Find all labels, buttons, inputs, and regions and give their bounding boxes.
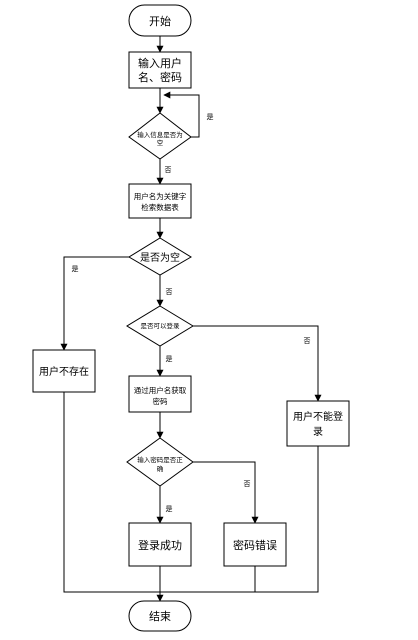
not-exist-box (32, 349, 96, 393)
search-db-box (128, 183, 192, 219)
edge-label-no-login: 否 (304, 337, 311, 345)
input-label-line2: 名、密码 (138, 70, 182, 84)
get-password-box (128, 375, 192, 413)
edge-label-no-empty: 否 (166, 288, 173, 296)
start-label: 开始 (149, 14, 171, 28)
edge-empty-notexist (60, 256, 129, 351)
login-success-box (128, 522, 192, 567)
input-label-line1: 输入用户 (138, 56, 182, 70)
get-password-label-line2: 密码 (153, 396, 168, 406)
password-check-decision (126, 437, 194, 487)
search-db-label-line2: 检索数据表 (141, 202, 179, 212)
edge-canlogin-cannot (193, 325, 322, 402)
end-label: 结束 (149, 610, 171, 623)
cannot-login-label-line1: 用户不能登 (293, 410, 343, 423)
edge-label-yes-empty: 是 (72, 265, 79, 273)
cannot-login-box (286, 400, 350, 447)
password-error-label: 密码错误 (233, 538, 277, 552)
check-empty-label-line2: 空 (157, 138, 164, 147)
edge-merge (63, 392, 319, 593)
start-terminal (128, 4, 192, 37)
is-empty-label: 是否为空 (140, 251, 180, 264)
edge-label-yes-loop: 是 (207, 113, 214, 121)
is-empty-decision (128, 237, 192, 276)
not-exist-label: 用户不存在 (39, 365, 89, 378)
can-login-label: 是否可以登录 (141, 321, 181, 330)
password-error-box (223, 522, 287, 567)
connectors (60, 36, 322, 602)
password-check-label-line2: 确 (157, 464, 164, 473)
edge-label-yes-login: 是 (166, 355, 173, 363)
edge-label-no-password: 否 (244, 480, 251, 488)
login-success-label: 登录成功 (138, 538, 182, 552)
get-password-label-line1: 通过用户名获取 (134, 385, 187, 395)
password-check-label-line1: 输入密码是否正 (137, 455, 183, 464)
check-empty-label-line1: 输入信息是否为 (137, 130, 183, 139)
search-db-label-line1: 用户名为关键字 (134, 191, 187, 201)
edge-check-loop (163, 91, 200, 138)
cannot-login-label-line2: 录 (313, 426, 323, 438)
check-empty-decision (128, 112, 192, 160)
edge-label-no-check: 否 (165, 166, 172, 174)
edge-label-yes-password: 是 (166, 505, 173, 513)
input-box (128, 51, 192, 89)
can-login-decision (126, 305, 194, 347)
edge-pwdcheck-error (193, 461, 259, 524)
end-terminal (128, 600, 192, 632)
